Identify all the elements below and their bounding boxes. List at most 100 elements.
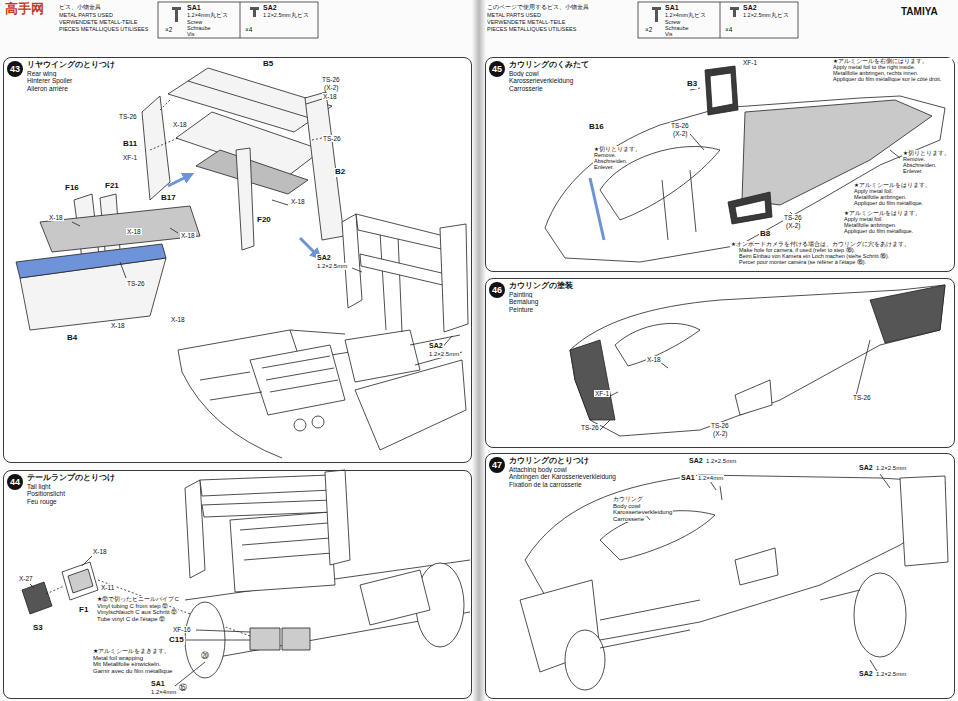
paint-code: X-18	[126, 228, 142, 235]
body-cowl-painting	[870, 285, 945, 343]
screw-code: SA2	[742, 4, 758, 12]
note-text: Enlever.	[593, 164, 615, 170]
part-note: Carrosserie	[612, 516, 645, 523]
note-text: Appliquer du film métallique.	[843, 228, 914, 234]
tail-light-drawing	[62, 562, 98, 600]
step-title: カウリングのとりつけ	[509, 457, 616, 466]
step-number: 44	[7, 474, 23, 490]
note-text: Appliquer du film métallique sur le côté…	[832, 76, 952, 82]
tail-light-drawing	[68, 569, 93, 593]
body-cowl-inside	[705, 66, 738, 115]
step-title-translation: Body cowl	[509, 70, 589, 77]
tail-light-drawing	[325, 470, 350, 565]
part-name: F20	[256, 216, 272, 225]
header-text: ビス、小物金具	[58, 4, 102, 10]
body-cowl-painting	[600, 340, 870, 430]
paint-code: XF-1	[742, 59, 758, 66]
rear-wing-parts	[16, 68, 344, 330]
tail-light-drawing	[202, 500, 334, 517]
body-cowl-inside	[710, 73, 733, 108]
paint-code: X-18	[170, 316, 186, 323]
step-title-translation: Rear wing	[27, 70, 115, 77]
car-with-cowl	[565, 630, 605, 690]
body-cowl-inside	[545, 96, 945, 262]
header-text: Vis	[186, 31, 196, 37]
note-text: Garnir avec du film métallique	[92, 668, 173, 675]
header-text: VERWENDETE METALL-TEILE	[486, 19, 566, 25]
body-cowl-painting	[570, 285, 945, 436]
panel-ground	[485, 453, 955, 699]
step-title-translation: Hinterer Spoiler	[27, 77, 115, 84]
paint-code: (X-2)	[712, 430, 728, 437]
tail-light-drawing	[250, 628, 280, 650]
quantity: ×2	[164, 26, 173, 33]
callout-number: ⑳	[200, 652, 210, 661]
screw-box	[638, 2, 798, 38]
note-text: Metal foil wrapping	[92, 655, 144, 662]
car-rear-drawing	[294, 419, 306, 431]
step-title-translation: Positionslicht	[27, 490, 115, 497]
screw-size: 1.2×2.5mm	[428, 351, 460, 358]
car-with-cowl	[520, 474, 948, 690]
screw-code: SA2	[428, 342, 444, 350]
screw-code: SA1	[680, 474, 696, 482]
part-name: F1	[78, 606, 89, 615]
panel-ground	[3, 57, 955, 699]
note-text: Vinylschlauch C aus Schritt ⑫	[96, 609, 178, 616]
screw-icon	[250, 7, 259, 17]
screw-size: 1.2×4mm丸ビス	[186, 12, 229, 18]
step-title-translation: Karosserieverkleidung	[509, 77, 589, 84]
part-name: S3	[32, 624, 44, 633]
body-cowl-inside	[728, 192, 772, 224]
screw-code: SA2	[688, 457, 704, 465]
paint-code: X-18	[110, 322, 126, 329]
note-text: ★アルミシールをまきます。	[92, 648, 171, 655]
paint-code: X-18	[290, 198, 306, 205]
gutter-shadow	[472, 0, 486, 701]
body-cowl-painting	[570, 340, 615, 420]
step-number: 45	[489, 61, 505, 77]
car-with-cowl	[708, 474, 890, 676]
screw-code: SA2	[262, 4, 278, 12]
tail-light-drawing	[175, 630, 250, 686]
part-name: B8	[759, 230, 771, 239]
step-panel: 47カウリングのとりつけAttaching body cowlAnbringen…	[485, 453, 955, 699]
paint-code: X-18	[172, 121, 188, 128]
paint-code: (X-2)	[672, 130, 688, 137]
part-note: カウリング	[612, 496, 644, 503]
tail-light-drawing	[360, 570, 430, 625]
body-cowl-inside	[590, 178, 604, 240]
screw-box	[240, 2, 241, 38]
header-text: PIECES METALLIQUES UTILISEES	[58, 26, 149, 32]
step-heading: テールランプのとりつけTail lightPositionslichtFeu r…	[27, 474, 115, 505]
brand-logo: TAMIYA	[900, 6, 939, 17]
rear-wing-parts	[188, 81, 313, 119]
car-with-cowl	[854, 573, 906, 657]
note-text: Tube vinyl C de l'étape ⑫	[96, 616, 166, 623]
screw-code: SA1	[150, 680, 166, 688]
part-name: C15	[168, 636, 185, 645]
header-text: PIECES METALLIQUES UTILISEES	[486, 26, 577, 32]
screw-size: 1.2×2.5mm	[875, 465, 907, 472]
step-title-translation: Bemalung	[509, 298, 573, 305]
car-with-cowl	[600, 511, 715, 560]
panel-ground	[3, 57, 472, 463]
part-note: Karosserieverkleidung	[612, 509, 673, 516]
car-rear-drawing	[356, 214, 446, 250]
screw-size: 1.2×2.5mm丸ビス	[742, 12, 790, 18]
step-number: 47	[489, 457, 505, 473]
car-rear-drawing	[355, 360, 466, 450]
step-heading: リヤウイングのとりつけRear wingHinterer SpoilerAile…	[27, 61, 115, 92]
paint-code: TS-26	[580, 424, 600, 431]
tail-light-drawing	[282, 628, 310, 650]
car-rear-drawing	[345, 330, 420, 382]
rear-wing-parts	[142, 96, 170, 200]
part-name: B4	[66, 334, 78, 343]
tail-light-drawing	[200, 475, 332, 496]
paint-code: XF-16	[172, 626, 192, 633]
assembly-arrow	[168, 174, 192, 186]
body-cowl-painting	[735, 380, 772, 415]
step-title-translation: Fixation de la carrosserie	[509, 481, 616, 488]
paint-code: TS-26	[126, 280, 146, 287]
panel-ground	[485, 57, 955, 272]
